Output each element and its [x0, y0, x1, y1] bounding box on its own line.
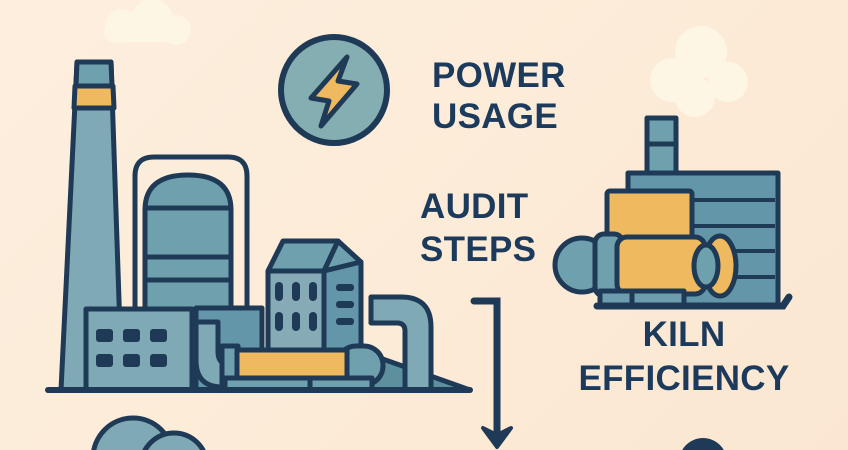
smoke-puff [650, 26, 748, 117]
chimney-top [73, 59, 115, 89]
audit-steps-line2: STEPS [420, 230, 537, 269]
silo-frame [132, 154, 250, 390]
feed-box [604, 188, 695, 241]
audit-steps-label: AUDIT STEPS [420, 185, 536, 271]
power-usage-line1: POWER [432, 56, 566, 95]
down-arrow-icon [470, 297, 513, 449]
kiln-nose [691, 242, 721, 290]
cement-plant-illustration [45, 0, 473, 450]
power-usage-label: POWER USAGE [432, 55, 566, 137]
chimney-band [71, 83, 117, 111]
cloud-icon [104, 0, 191, 45]
kiln-efficiency-line2: EFFICIENCY [578, 359, 790, 398]
kiln-efficiency-label: KILN EFFICIENCY [558, 313, 810, 401]
silo-seams [145, 205, 231, 283]
mill-front-windows [275, 282, 317, 331]
mill-side-vents [336, 284, 354, 325]
kiln-unit-illustration [552, 26, 793, 450]
bush [91, 415, 206, 450]
lightning-bolt-icon [308, 54, 360, 129]
audit-steps-line1: AUDIT [420, 187, 529, 226]
mound [682, 438, 724, 450]
office-windows [96, 329, 167, 367]
kiln-efficiency-line1: KILN [642, 315, 726, 354]
power-badge [278, 34, 390, 146]
base-line [593, 293, 793, 310]
office-building [83, 306, 195, 393]
power-usage-line2: USAGE [432, 97, 558, 136]
